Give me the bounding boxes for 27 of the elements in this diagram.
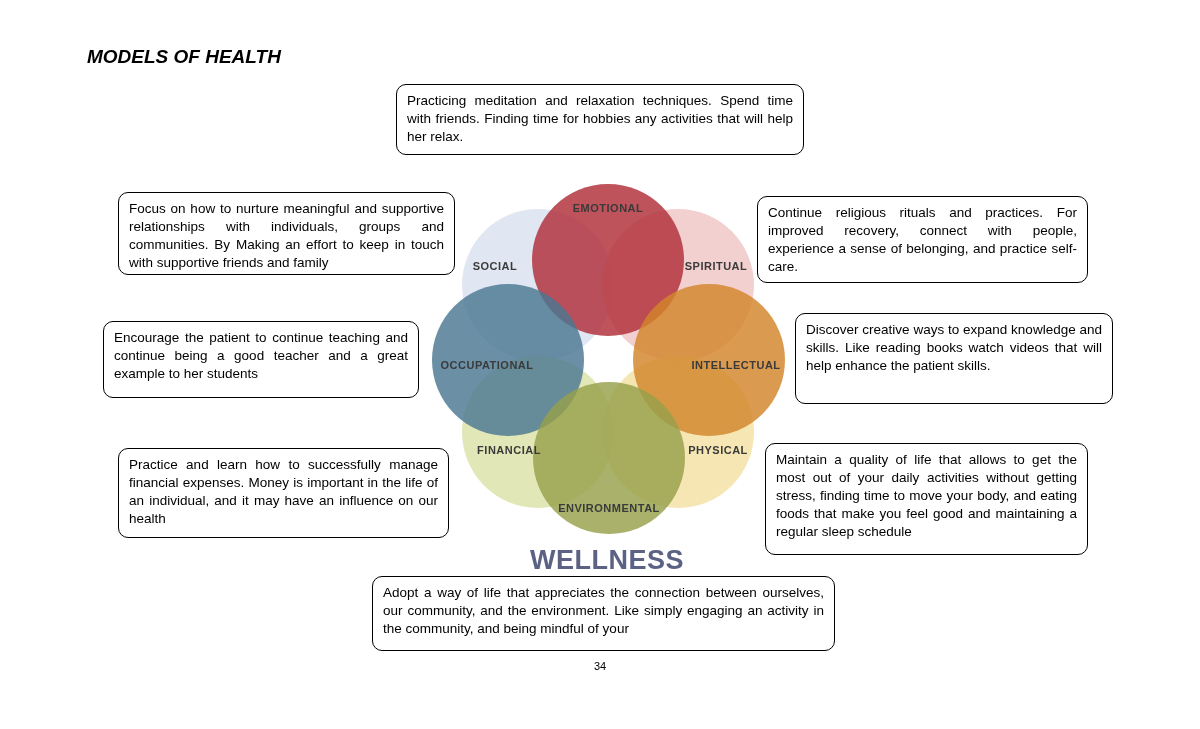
- note-box: [396, 84, 804, 155]
- dimension-label: SPIRITUAL: [684, 259, 748, 273]
- dimension-label: SOCIAL: [472, 259, 518, 273]
- note-text: Encourage the patient to continue teaching and continue being a good teacher and a great example to her students: [114, 329, 408, 383]
- note-text: Practice and learn how to successfully manage financial expenses. Money is important in the life of an individual, and it may have an influence on our health: [129, 456, 438, 528]
- dimension-label: EMOTIONAL: [572, 201, 644, 215]
- page-number: 34: [593, 659, 607, 674]
- diagram-heading: WELLNESS: [530, 544, 684, 577]
- note-text: Discover creative ways to expand knowledge and skills. Like reading books watch videos that will help enhance the patient skills.: [806, 321, 1102, 375]
- dimension-label: OCCUPATIONAL: [440, 358, 534, 372]
- note-text: Adopt a way of life that appreciates the connection between ourselves, our community, and the environment. Like simply engaging an activity in the community, and being mindful of your: [383, 584, 824, 638]
- note-box: [765, 443, 1088, 555]
- note-box: [118, 448, 449, 538]
- note-text: Focus on how to nurture meaningful and supportive relationships with individuals, groups and communities. By Making an effort to keep in touch with supportive friends and family: [129, 200, 444, 272]
- dimension-label: FINANCIAL: [477, 443, 541, 457]
- note-box: [757, 196, 1088, 283]
- note-box: [795, 313, 1113, 404]
- dimension-label: INTELLECTUAL: [691, 358, 781, 372]
- note-text: Practicing meditation and relaxation techniques. Spend time with friends. Finding time for hobbies any activities that will help her relax.: [407, 92, 793, 146]
- note-box: [118, 192, 455, 275]
- note-box: [372, 576, 835, 651]
- note-box: [103, 321, 419, 398]
- note-text: Continue religious rituals and practices. For improved recovery, connect with people, experience a sense of belonging, and practice self-care.: [768, 204, 1077, 276]
- dimension-label: PHYSICAL: [688, 443, 748, 457]
- note-text: Maintain a quality of life that allows to get the most out of your daily activities without getting stress, finding time to move your body, and eating foods that make you feel good and maintaining a regular sleep schedule: [776, 451, 1077, 541]
- dimension-label: ENVIRONMENTAL: [558, 501, 660, 515]
- page-title: MODELS OF HEALTH: [87, 45, 281, 69]
